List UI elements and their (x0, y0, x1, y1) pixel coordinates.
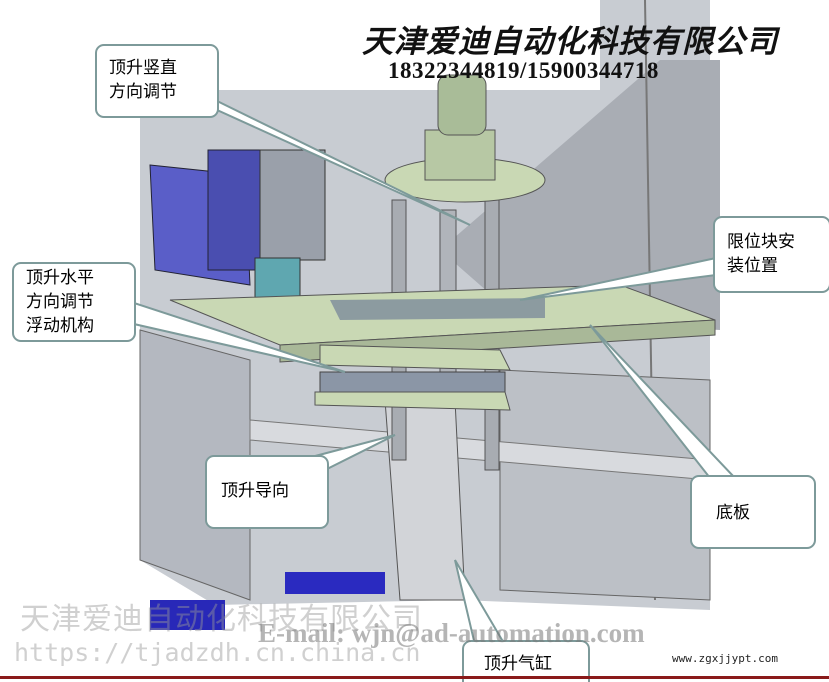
callout-vertical-adjust: 顶升竖直 方向调节 (95, 44, 219, 118)
connector-head (437, 74, 487, 136)
pointer-horizontal-float (124, 298, 346, 373)
actuator (259, 149, 326, 261)
callout-base-plate: 底板 (690, 475, 816, 549)
pointer-vertical-adjust (194, 99, 471, 226)
watermark-url: https://tjadzdh.cn.china.cn (14, 638, 421, 667)
flange-hub (424, 129, 496, 181)
motor-body (207, 149, 269, 271)
company-name: 天津爱迪自动化科技有限公司 (362, 24, 778, 60)
float-plate (319, 344, 511, 371)
blue-block-right (285, 572, 385, 594)
watermark-email: E-mail: wjn@ad-automation.com (258, 618, 645, 648)
pointer-stop-block (519, 256, 717, 301)
callout-guide: 顶升导向 (205, 455, 329, 529)
pointer-base-plate (589, 324, 738, 479)
left-leg (139, 329, 251, 601)
callout-cylinder: 顶升气缸 (462, 640, 590, 682)
watermark-company: 天津爱迪自动化科技有限公司 (20, 602, 423, 637)
callout-horizontal-float: 顶升水平 方向调节 浮动机构 (12, 262, 136, 342)
blue-block-left (150, 600, 225, 630)
phone-numbers: 18322344819/15900344718 (388, 58, 659, 83)
callout-stop-block: 限位块安 装位置 (713, 216, 829, 293)
site-watermark: www.zgxjjypt.com (672, 652, 778, 665)
coupler (254, 257, 301, 299)
lower-plate (314, 391, 511, 411)
base-plate-cutout (330, 298, 545, 320)
bottom-divider (0, 676, 829, 679)
